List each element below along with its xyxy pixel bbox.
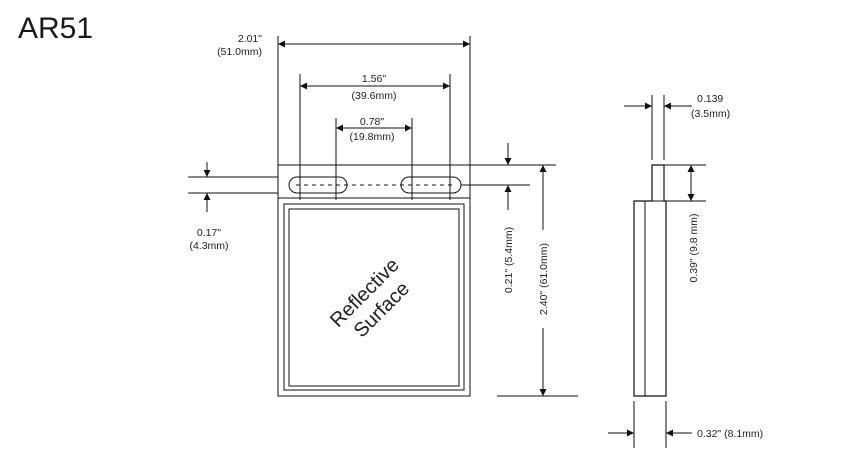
dim-tab-height: 0.39" (9.8 mm)	[664, 164, 706, 283]
reflective-surface-outer	[283, 203, 465, 391]
dim-overall-width: 2.01" (51.0mm)	[217, 33, 471, 165]
dim-slot-height: 0.17" (4.3mm)	[188, 162, 278, 252]
slot-height-in: 0.17"	[197, 227, 221, 239]
tab-thickness-mm: (3.5mm)	[691, 108, 730, 120]
tab-height-label: 0.39" (9.8 mm)	[688, 213, 700, 282]
slot-height-mm: (4.3mm)	[189, 240, 228, 252]
body-thickness-label: 0.32" (8.1mm)	[697, 428, 763, 440]
dim-body-thickness: 0.32" (8.1mm)	[608, 401, 763, 448]
part-title: AR51	[18, 12, 94, 45]
reflective-surface-label: Reflective Surface	[326, 254, 414, 342]
slot-spacing-inner-in: 0.78"	[360, 116, 384, 128]
side-profile-outline	[633, 164, 667, 397]
overall-height-label: 2.40" (61.0mm)	[538, 243, 550, 315]
slot-offset-label: 0.21" (5.4mm)	[503, 227, 515, 293]
overall-width-mm: (51.0mm)	[217, 46, 262, 58]
dim-overall-height: 2.40" (61.0mm)	[497, 164, 578, 397]
side-view	[633, 164, 667, 397]
dim-slot-spacing-outer: 1.56" (39.6mm)	[299, 73, 451, 200]
front-view: Reflective Surface	[277, 164, 471, 397]
slot-spacing-outer-in: 1.56"	[362, 73, 386, 85]
dim-slot-offset: 0.21" (5.4mm)	[461, 143, 530, 293]
dim-tab-thickness: 0.139 (3.5mm)	[624, 93, 730, 160]
tab-thickness-in: 0.139	[697, 93, 723, 105]
dim-slot-spacing-inner: 0.78" (19.8mm)	[335, 116, 413, 200]
mounting-plate-outline	[277, 164, 471, 397]
slot-spacing-inner-mm: (19.8mm)	[350, 131, 395, 143]
slot-spacing-outer-mm: (39.6mm)	[352, 90, 397, 102]
overall-width-in: 2.01"	[238, 33, 262, 45]
reflective-surface-inner	[288, 208, 460, 387]
